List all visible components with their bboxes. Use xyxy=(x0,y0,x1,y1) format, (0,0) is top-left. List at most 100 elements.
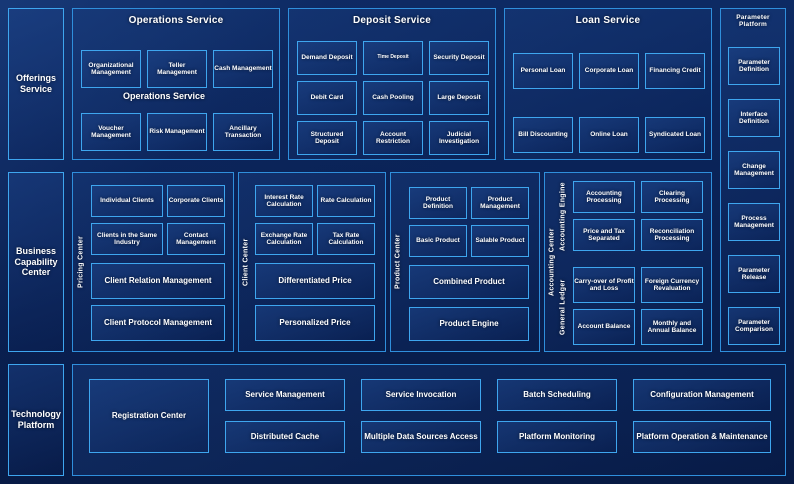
box-rate-calculation[interactable]: Rate Calculation xyxy=(317,185,375,217)
box-exchange-rate-calculation[interactable]: Exchange Rate Calculation xyxy=(255,223,313,255)
panel-technology-platform: Registration Center Service Management S… xyxy=(72,364,786,476)
box-contact-management[interactable]: Contact Management xyxy=(167,223,225,255)
box-syndicated-loan[interactable]: Syndicated Loan xyxy=(645,117,705,153)
box-reconciliation-processing[interactable]: Reconciliation Processing xyxy=(641,219,703,251)
panel-pricing-center: Pricing Center Individual Clients Corpor… xyxy=(72,172,234,352)
group-accounting-engine-vertical-label: Accounting Engine xyxy=(559,182,567,252)
box-financing-credit[interactable]: Financing Credit xyxy=(645,53,705,89)
box-tax-rate-calculation[interactable]: Tax Rate Calculation xyxy=(317,223,375,255)
box-client-relation-management[interactable]: Client Relation Management xyxy=(91,263,225,299)
box-clients-in-the-same-industry[interactable]: Clients in the Same Industry xyxy=(91,223,163,255)
box-demand-deposit-label: Demand Deposit xyxy=(301,54,353,62)
box-personal-loan[interactable]: Personal Loan xyxy=(513,53,573,89)
box-platform-operation-and-maintenance[interactable]: Platform Operation & Maintenance xyxy=(633,421,771,453)
box-salable-product[interactable]: Salable Product xyxy=(471,225,529,257)
box-interface-definition[interactable]: Interface Definition xyxy=(728,99,780,137)
panel-accounting-center-vertical-label: Accounting Center xyxy=(548,228,556,296)
box-foreign-currency-revaluation[interactable]: Foreign Currency Revaluation xyxy=(641,267,703,303)
box-online-loan-label: Online Loan xyxy=(590,131,628,139)
box-combined-product-label: Combined Product xyxy=(433,277,505,287)
box-cash-pooling[interactable]: Cash Pooling xyxy=(363,81,423,115)
box-product-definition-label: Product Definition xyxy=(423,195,453,210)
rail-offerings-service[interactable]: Offerings Service xyxy=(8,8,64,160)
box-basic-product[interactable]: Basic Product xyxy=(409,225,467,257)
box-process-management[interactable]: Process Management xyxy=(728,203,780,241)
box-cash-management[interactable]: Cash Management xyxy=(213,50,273,88)
box-large-deposit[interactable]: Large Deposit xyxy=(429,81,489,115)
rail-technology-platform[interactable]: Technology Platform xyxy=(8,364,64,476)
box-multiple-data-sources-access[interactable]: Multiple Data Sources Access xyxy=(361,421,481,453)
box-service-invocation[interactable]: Service Invocation xyxy=(361,379,481,411)
box-personal-loan-label: Personal Loan xyxy=(520,67,566,75)
box-foreign-currency-revaluation-label: Foreign Currency Revaluation xyxy=(644,277,700,292)
box-parameter-definition[interactable]: Parameter Definition xyxy=(728,47,780,85)
box-bill-discounting[interactable]: Bill Discounting xyxy=(513,117,573,153)
box-salable-product-label: Salable Product xyxy=(475,237,525,245)
box-time-deposit[interactable]: Time Deposit xyxy=(363,41,423,75)
box-registration-center[interactable]: Registration Center xyxy=(89,379,209,453)
panel-client-center-vertical-label: Client Center xyxy=(242,238,250,286)
box-ancillary-transaction-label: Ancillary Transaction xyxy=(224,124,262,139)
box-product-definition[interactable]: Product Definition xyxy=(409,187,467,219)
box-tax-rate-calculation-label: Tax Rate Calculation xyxy=(328,231,364,246)
panel-client-center: Client Center Interest Rate Calculation … xyxy=(238,172,386,352)
panel-product-center: Product Center Product Definition Produc… xyxy=(390,172,540,352)
box-cash-pooling-label: Cash Pooling xyxy=(372,94,414,102)
box-parameter-comparison[interactable]: Parameter Comparison xyxy=(728,307,780,345)
box-change-management[interactable]: Change Management xyxy=(728,151,780,189)
box-account-balance[interactable]: Account Balance xyxy=(573,309,635,345)
box-accounting-processing[interactable]: Accounting Processing xyxy=(573,181,635,213)
box-carry-over-of-profit-and-loss[interactable]: Carry-over of Profit and Loss xyxy=(573,267,635,303)
box-change-management-label: Change Management xyxy=(734,162,774,177)
box-structured-deposit[interactable]: Structured Deposit xyxy=(297,121,357,155)
box-corporate-loan[interactable]: Corporate Loan xyxy=(579,53,639,89)
box-batch-scheduling-label: Batch Scheduling xyxy=(523,390,591,400)
box-service-management[interactable]: Service Management xyxy=(225,379,345,411)
box-voucher-management-label: Voucher Management xyxy=(91,124,131,139)
box-interface-definition-label: Interface Definition xyxy=(739,110,769,125)
box-demand-deposit[interactable]: Demand Deposit xyxy=(297,41,357,75)
rail-business-capability-center[interactable]: Business Capability Center xyxy=(8,172,64,352)
panel-parameter-platform-title: Parameter Platform xyxy=(736,14,770,28)
rail-offerings-service-label: Offerings Service xyxy=(15,73,56,94)
box-online-loan[interactable]: Online Loan xyxy=(579,117,639,153)
box-account-restriction[interactable]: Account Restriction xyxy=(363,121,423,155)
box-combined-product[interactable]: Combined Product xyxy=(409,265,529,299)
box-monthly-and-annual-balance[interactable]: Monthly and Annual Balance xyxy=(641,309,703,345)
box-interest-rate-calculation[interactable]: Interest Rate Calculation xyxy=(255,185,313,217)
box-voucher-management[interactable]: Voucher Management xyxy=(81,113,141,151)
box-organizational-management[interactable]: Organizational Management xyxy=(81,50,141,88)
box-judicial-investigation[interactable]: Judicial Investigation xyxy=(429,121,489,155)
box-structured-deposit-label: Structured Deposit xyxy=(310,130,344,145)
box-interest-rate-calculation-label: Interest Rate Calculation xyxy=(264,193,304,208)
box-client-protocol-management[interactable]: Client Protocol Management xyxy=(91,305,225,341)
box-teller-management-label: Teller Management xyxy=(157,61,197,76)
panel-accounting-center: Accounting Center Accounting Engine Gene… xyxy=(544,172,712,352)
box-security-deposit[interactable]: Security Deposit xyxy=(429,41,489,75)
box-product-management-label: Product Management xyxy=(480,195,520,210)
box-debit-card[interactable]: Debit Card xyxy=(297,81,357,115)
box-monthly-and-annual-balance-label: Monthly and Annual Balance xyxy=(647,319,697,334)
box-product-management[interactable]: Product Management xyxy=(471,187,529,219)
box-product-engine[interactable]: Product Engine xyxy=(409,307,529,341)
box-large-deposit-label: Large Deposit xyxy=(437,94,481,102)
panel-operations-service: Operations Service Organizational Manage… xyxy=(72,8,280,160)
group-general-ledger-vertical-label: General Ledger xyxy=(559,279,567,335)
box-corporate-clients[interactable]: Corporate Clients xyxy=(167,185,225,217)
box-ancillary-transaction[interactable]: Ancillary Transaction xyxy=(213,113,273,151)
box-parameter-comparison-label: Parameter Comparison xyxy=(735,318,773,333)
box-individual-clients-label: Individual Clients xyxy=(100,197,154,205)
box-configuration-management[interactable]: Configuration Management xyxy=(633,379,771,411)
box-platform-monitoring[interactable]: Platform Monitoring xyxy=(497,421,617,453)
box-batch-scheduling[interactable]: Batch Scheduling xyxy=(497,379,617,411)
box-distributed-cache[interactable]: Distributed Cache xyxy=(225,421,345,453)
box-risk-management[interactable]: Risk Management xyxy=(147,113,207,151)
box-differentiated-price[interactable]: Differentiated Price xyxy=(255,263,375,299)
box-teller-management[interactable]: Teller Management xyxy=(147,50,207,88)
box-price-and-tax-separated[interactable]: Price and Tax Separated xyxy=(573,219,635,251)
box-parameter-release[interactable]: Parameter Release xyxy=(728,255,780,293)
box-clearing-processing[interactable]: Clearing Processing xyxy=(641,181,703,213)
box-individual-clients[interactable]: Individual Clients xyxy=(91,185,163,217)
box-personalized-price[interactable]: Personalized Price xyxy=(255,305,375,341)
